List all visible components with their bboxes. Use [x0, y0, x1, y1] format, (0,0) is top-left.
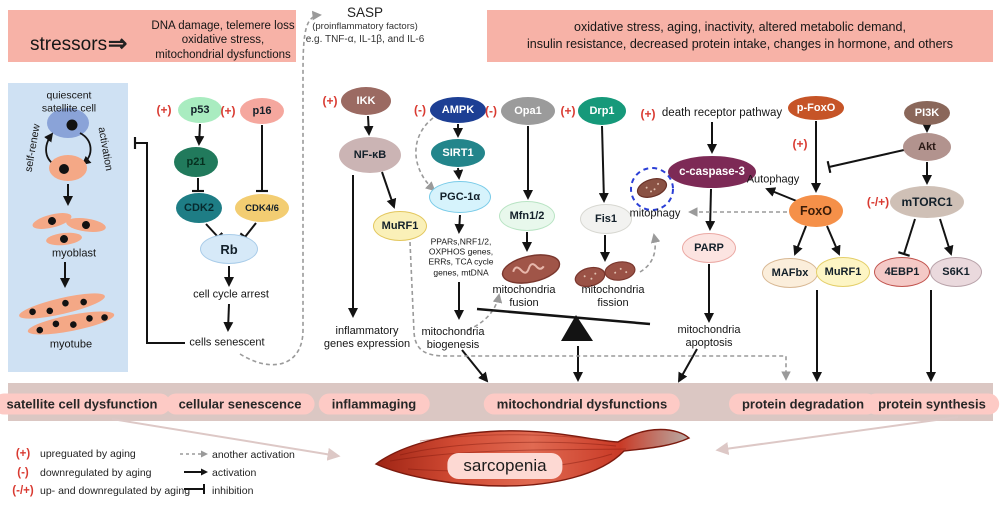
node-nfkb: NF-κB	[339, 137, 401, 173]
cell-cycle-arrest-label: cell cycle arrest	[193, 288, 269, 301]
node-drp1: Drp1	[578, 97, 626, 125]
myoblast-label: myoblast	[51, 247, 97, 260]
legend-upregulated-label: upreguated by aging	[40, 448, 136, 460]
node-pgc1a: PGC-1α	[429, 181, 491, 213]
sasp-examples: e.g. TNF-α, IL-1β, and IL-6	[305, 34, 425, 45]
outcome-protein-degradation: protein degradation	[728, 393, 878, 415]
quiescent-satellite-cell-label: quiescent satellite cell	[41, 89, 97, 114]
node-pi3k: PI3K	[904, 101, 950, 125]
legend-inhibition-icon	[184, 482, 208, 500]
autophagy-label: Autophagy	[746, 173, 800, 186]
legend-downregulated-label: downregulated by aging	[40, 467, 152, 479]
stressors-box: stressors ⇒ DNA damage, telemere loss ox…	[8, 10, 296, 62]
p16-sign: (+)	[220, 104, 236, 118]
node-foxo: FoxO	[789, 195, 843, 227]
sasp-block: SASP (proinflammatory factors) e.g. TNF-…	[304, 5, 426, 45]
mtorc1-sign: (-/+)	[866, 195, 890, 209]
node-mafbx: MAFbx	[762, 258, 818, 288]
fission-mitochondrion	[574, 266, 606, 288]
node-cdk4-6: CDK4/6	[235, 194, 289, 222]
node-cdk2: CDK2	[176, 193, 222, 223]
node-sirt1: SIRT1	[431, 139, 485, 167]
node-mfn1-2: Mfn1/2	[499, 201, 555, 231]
murf1-to-degradation-dashed	[409, 241, 791, 381]
p53-sign: (+)	[156, 103, 172, 117]
aging-factors-box: oxidative stress, aging, inactivity, alt…	[487, 10, 993, 62]
ikk-sign: (+)	[322, 94, 338, 108]
node-p-foxo: p-FoxO	[788, 96, 844, 120]
legend-minus-sign: (-)	[17, 467, 29, 479]
node-opa1: Opa1	[501, 97, 555, 125]
outcome-protein-synthesis: protein synthesis	[865, 393, 999, 415]
myotube-shape	[19, 293, 105, 319]
node-s6k1: S6K1	[930, 257, 982, 287]
legend-activation-label: activation	[212, 467, 257, 479]
stressors-label: stressors	[30, 34, 108, 55]
double-arrow-icon: ⇒	[108, 30, 128, 56]
senescent-to-sasp-dashed	[239, 10, 322, 366]
death-receptor-pathway-label: death receptor pathway	[661, 107, 783, 120]
biogenesis-to-fusion-dashed	[467, 293, 503, 331]
node-mtorc1: mTORC1	[890, 186, 964, 218]
node-p21: p21	[174, 147, 218, 177]
mitochondria-fission-label: mitochondria fission	[581, 283, 645, 309]
mitochondria-fusion-label: mitochondria fusion	[492, 283, 556, 309]
mitophagy-circle	[630, 167, 674, 211]
stressor-effects-label: DNA damage, telemere loss oxidative stre…	[151, 20, 295, 61]
ampk-to-pgc1a-dashed	[415, 117, 436, 192]
outcome-inflammaging: inflammaging	[318, 393, 430, 415]
node-murf1-inflammation: MuRF1	[373, 211, 427, 241]
activation-arrows	[194, 115, 954, 383]
sasp-title: SASP	[346, 5, 384, 20]
node-murf1-degradation: MuRF1	[816, 257, 870, 287]
death-receptor-sign: (+)	[640, 107, 656, 121]
fission-mitochondrion	[604, 261, 636, 281]
outcome-satellite-cell-dysfunction: satellite cell dysfunction	[0, 393, 171, 415]
fusion-fission-balance	[476, 307, 651, 341]
legend-updown-label: up- and downregulated by aging	[40, 485, 191, 497]
activation-arrow	[79, 132, 92, 166]
node-ikk: IKK	[341, 87, 391, 115]
legend-both-sign: (-/+)	[12, 485, 34, 497]
legend-activation-arrow-icon	[184, 464, 208, 482]
myotube-label: myotube	[49, 338, 93, 351]
node-parp: PARP	[682, 233, 736, 263]
node-p53: p53	[178, 97, 222, 123]
legend-another-activation-label: another activation	[212, 449, 295, 461]
dashed-activation-paths	[239, 10, 794, 381]
node-fis1: Fis1	[580, 204, 632, 234]
sasp-subtitle: (proinflammatory factors)	[312, 21, 418, 32]
cells-senescent-label: cells senescent	[189, 336, 265, 349]
node-ampk: AMPK	[430, 97, 486, 123]
myotube-shape	[27, 311, 115, 335]
node-rb: Rb	[200, 234, 258, 264]
ampk-sign: (-)	[414, 103, 426, 117]
mitochondria-biogenesis-label: mitochondria biogenesis	[421, 325, 485, 351]
mitochondria-apoptosis-label: mitochondria apoptosis	[677, 323, 741, 349]
legend-plus-sign: (+)	[15, 448, 31, 460]
legend-dashed-arrow-icon	[180, 446, 208, 464]
foxo-sign: (+)	[792, 137, 808, 151]
inflammatory-genes-label: inflammatory genes expression	[323, 324, 411, 350]
mitochondria-drawings	[501, 178, 668, 288]
fission-to-mitophagy-dashed	[639, 233, 661, 273]
inhibition-lines	[133, 125, 916, 344]
fusion-mitochondrion	[501, 254, 561, 284]
opa1-sign: (-)	[485, 104, 497, 118]
outcome-to-sarcopenia-arrows	[111, 416, 959, 461]
sarcopenia-label: sarcopenia	[447, 453, 563, 479]
mitophagy-label: mitophagy	[629, 207, 681, 220]
node-4ebp1: 4EBP1	[874, 257, 930, 287]
node-cleaved-caspase-3: c-caspase-3	[668, 156, 756, 188]
pgc1a-target-genes-label: PPARs,NRF1/2, OXPHOS genes, ERRs, TCA cy…	[428, 236, 494, 278]
legend-inhibition-label: inhibition	[212, 485, 254, 497]
node-p16: p16	[240, 98, 284, 124]
outcome-cellular-senescence: cellular senescence	[165, 393, 315, 415]
drp1-sign: (+)	[560, 104, 576, 118]
node-akt: Akt	[903, 133, 951, 161]
satellite-cell-drawings	[19, 108, 115, 335]
outcome-mitochondrial-dysfunctions: mitochondrial dysfunctions	[483, 393, 681, 415]
